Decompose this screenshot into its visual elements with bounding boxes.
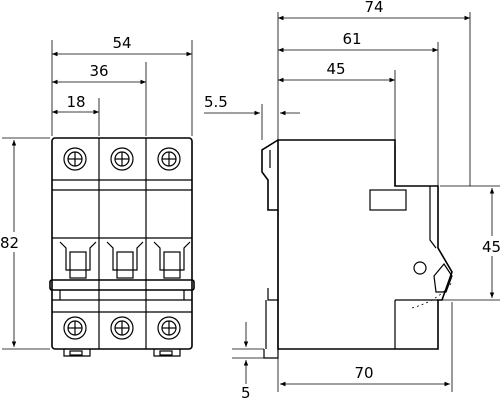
screw-icon xyxy=(157,316,181,340)
dim-front-offset-label: 5.5 xyxy=(204,93,228,111)
dim-base-70: 70 xyxy=(277,302,453,392)
front-view: 54 36 18 82 xyxy=(0,34,195,357)
dim-width-18: 18 xyxy=(52,93,99,115)
screw-icon xyxy=(63,147,87,171)
dim-height-82-label: 82 xyxy=(0,234,19,252)
dim-width-54: 54 xyxy=(52,34,192,57)
breaker-side-body xyxy=(261,139,453,359)
dim-width-36: 36 xyxy=(52,62,146,85)
bottom-terminal-screws xyxy=(63,316,181,340)
din-clips xyxy=(63,349,181,357)
dim-depth-61-label: 61 xyxy=(342,30,361,48)
breaker-front-body xyxy=(51,137,193,350)
dim-depth-74-label: 74 xyxy=(364,0,383,16)
dim-depth-74: 74 xyxy=(278,0,470,21)
screw-icon xyxy=(110,147,134,171)
dim-front-offset: 5.5 xyxy=(204,93,300,116)
dim-clip-5: 5 xyxy=(232,322,264,401)
dim-base-70-label: 70 xyxy=(354,364,373,382)
dim-height-82: 82 xyxy=(0,137,50,350)
toggle-levers xyxy=(49,241,195,300)
dim-depth-45: 45 xyxy=(278,60,395,83)
dim-width-18-label: 18 xyxy=(66,93,85,111)
dim-rail-height-45: 45 xyxy=(440,185,504,301)
screw-icon xyxy=(157,147,181,171)
side-view: 74 61 45 5.5 xyxy=(204,0,504,401)
dim-depth-45-label: 45 xyxy=(326,60,345,78)
dim-clip-5-label: 5 xyxy=(241,384,251,401)
top-terminal-screws xyxy=(63,147,181,171)
screw-icon xyxy=(110,316,134,340)
screw-icon xyxy=(63,316,87,340)
dim-rail-height-label: 45 xyxy=(482,238,501,256)
dim-width-54-label: 54 xyxy=(112,34,131,52)
dim-depth-61: 61 xyxy=(278,30,438,53)
dim-width-36-label: 36 xyxy=(89,62,108,80)
